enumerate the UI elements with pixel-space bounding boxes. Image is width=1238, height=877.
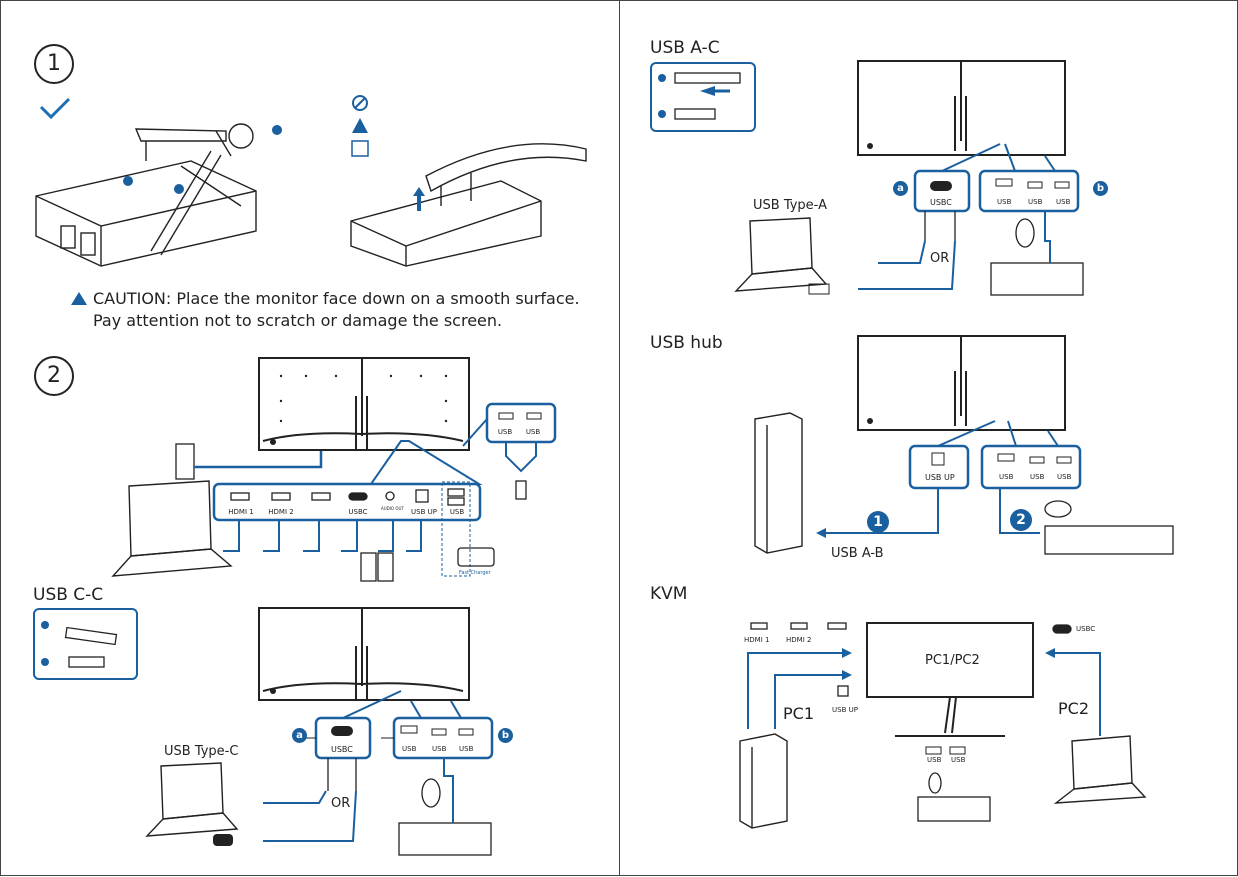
caution-line-1: CAUTION: Place the monitor face down on …	[93, 289, 580, 308]
port-label-hdmi1: HDMI 1	[228, 508, 254, 516]
usb-ac-or-label: OR	[930, 251, 950, 266]
kvm-keyboard-icon	[917, 796, 991, 822]
usb-cc-usb-label-3: USB	[459, 745, 474, 753]
right-panel: USB A-C USB Type-A USBC USB USB USB OR a…	[619, 0, 1238, 876]
kvm-screen-label: PC1/PC2	[925, 653, 980, 668]
monitor-lift-illustration	[350, 143, 587, 267]
kvm-laptop	[1053, 735, 1147, 804]
laptop-illustration	[111, 480, 233, 577]
usb-cc-usb-label-1: USB	[402, 745, 417, 753]
usb-hub-badge-2: 2	[1010, 509, 1032, 531]
port-label-usbc: USBC	[348, 508, 368, 516]
port-label-audio-out: AUDIO OUT	[381, 506, 404, 511]
usb-hub-usb-label-2: USB	[1030, 473, 1045, 481]
usb-hub-usb-label-1: USB	[999, 473, 1014, 481]
usb-box-label-2: USB	[525, 428, 541, 436]
port-down-arrows	[223, 521, 422, 552]
usb-hub-title: USB hub	[650, 333, 723, 353]
usb-ac-legend-box	[650, 62, 756, 132]
keyboard-icon	[398, 822, 492, 856]
fragile-icon	[351, 140, 369, 157]
usb-cc-badge-b: b	[498, 728, 513, 743]
left-illustrations	[33, 95, 587, 856]
usb-hub-usb-box	[980, 444, 1082, 490]
no-sign-icon	[352, 95, 368, 111]
kvm-pc2-label: PC2	[1058, 699, 1089, 718]
usb-ac-badge-b: b	[1093, 181, 1108, 196]
usb-hub-usbup-label: USB UP	[925, 473, 955, 482]
usb-ac-usb-label-3: USB	[1056, 198, 1071, 206]
port-label-hdmi2: HDMI 2	[268, 508, 294, 516]
usb-ac-usb-label-2: USB	[1028, 198, 1043, 206]
usb-hub-pc-tower	[754, 412, 803, 554]
kvm-port-label-hdmi2: HDMI 2	[786, 636, 812, 644]
usb-hub-monitor	[857, 335, 1066, 431]
usb-cc-usb-label-2: USB	[432, 745, 447, 753]
check-icon	[39, 97, 71, 120]
monitor-back-illustration	[258, 357, 470, 451]
kvm-port-label-hdmi1: HDMI 1	[744, 636, 770, 644]
monitor-box-with-stand-illustration	[35, 123, 257, 267]
kvm-port-icons	[750, 622, 1072, 697]
warning-icon	[352, 118, 368, 133]
caution-icon	[71, 292, 87, 305]
phone-icon	[457, 547, 495, 567]
kvm-monitor	[866, 622, 1034, 737]
usb-ac-usbc-label: USBC	[930, 198, 952, 207]
port-label-usb: USB	[449, 508, 465, 516]
usb-cc-laptop	[145, 762, 239, 837]
step-1-circle: 1	[34, 44, 74, 84]
usb-hub-keyboard-icon	[1044, 525, 1174, 555]
port-icons	[230, 488, 465, 506]
power-cable	[194, 451, 323, 469]
speaker-icon	[360, 552, 377, 582]
usb-cc-title: USB C-C	[33, 585, 104, 605]
usb-cc-legend-box	[33, 608, 138, 680]
caution-line-2: Pay attention not to scratch or damage t…	[93, 311, 503, 330]
left-panel: 1	[0, 0, 620, 876]
fast-charger-label: Fast Charger	[459, 570, 491, 576]
usb-hub-badge-1: 1	[867, 511, 889, 533]
monitor-vent-dots	[270, 374, 448, 445]
step-2-circle: 2	[34, 356, 74, 396]
usb-ac-badge-a: a	[893, 181, 908, 196]
kvm-pc-tower	[739, 733, 788, 829]
right-illustrations	[650, 60, 1174, 829]
usb-stick-icon	[515, 480, 527, 500]
kvm-port-label-usb-up: USB UP	[832, 706, 858, 714]
usb-cc-badge-a: a	[292, 728, 307, 743]
usb-ac-monitor	[857, 60, 1066, 156]
usb-cc-usbc-label: USBC	[331, 745, 353, 754]
usb-ac-usb-box	[978, 169, 1080, 213]
usb-cc-monitor	[258, 607, 470, 701]
usb-port-box	[485, 402, 557, 444]
usb-hub-cable-label: USB A-B	[831, 546, 884, 561]
kvm-mouse-icon	[928, 772, 942, 794]
usb-ac-mouse-icon	[1015, 218, 1035, 248]
port-zoom-callout	[369, 440, 483, 485]
usb-cc-or-label: OR	[331, 796, 351, 811]
usb-box-label-1: USB	[497, 428, 513, 436]
kvm-usb-label-1: USB	[927, 756, 942, 764]
lift-arrow-icon	[413, 187, 425, 211]
usb-ac-usb-label-1: USB	[997, 198, 1012, 206]
mouse-icon	[421, 778, 441, 808]
usb-hub-mouse-icon	[1044, 500, 1072, 518]
wall-outlet-icon	[175, 443, 195, 480]
usb-cc-device-label: USB Type-C	[164, 744, 239, 759]
kvm-usb-label-2: USB	[951, 756, 966, 764]
kvm-port-label-usbc: USBC	[1076, 625, 1096, 633]
usb-hub-usb-label-3: USB	[1057, 473, 1072, 481]
kvm-title: KVM	[650, 584, 688, 604]
usb-ac-title: USB A-C	[650, 38, 720, 58]
usb-ac-device-label: USB Type-A	[753, 198, 827, 213]
usb-ac-laptop	[734, 217, 828, 292]
kvm-pc1-label: PC1	[783, 704, 814, 723]
port-label-usb-up: USB UP	[411, 508, 437, 516]
usb-ac-keyboard-icon	[990, 262, 1084, 296]
